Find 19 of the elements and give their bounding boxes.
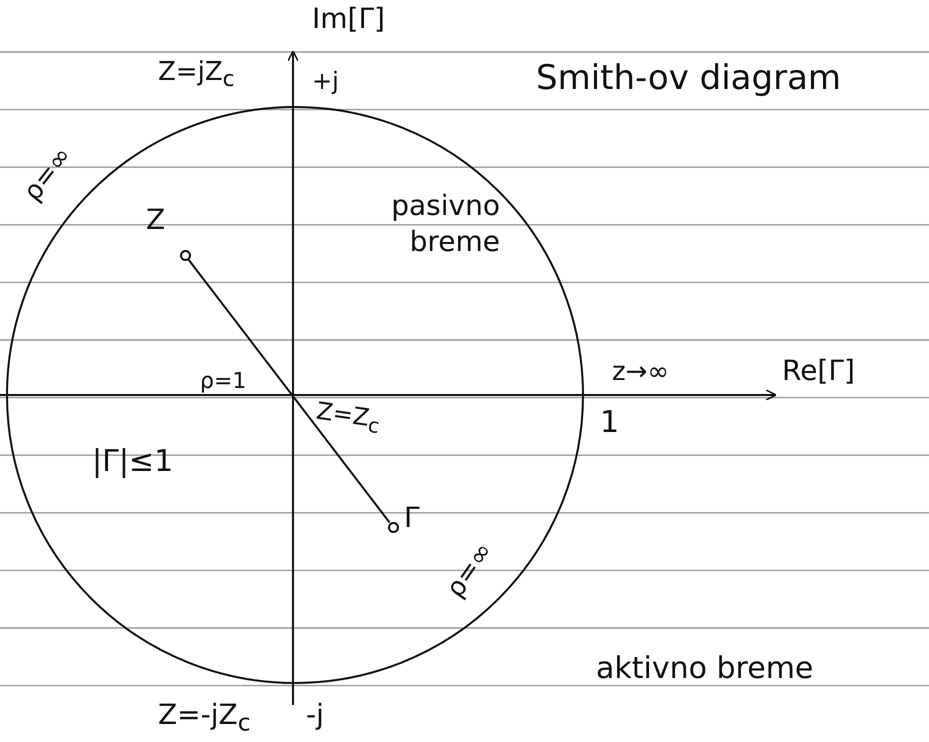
point-label: Z=jZ$_{c}$ xyxy=(158,58,235,92)
region-label: |Γ|≤1 xyxy=(92,445,174,478)
diagram-title: Smith-ov diagram xyxy=(536,60,842,98)
tick-label: 1 xyxy=(600,406,620,439)
axis-label: Im[Γ] xyxy=(312,4,385,35)
point-label: z→∞ xyxy=(612,358,670,387)
point-label: -j xyxy=(306,700,324,731)
point-marker xyxy=(180,250,190,260)
region-label: aktivno breme xyxy=(596,652,814,685)
point-marker xyxy=(388,522,398,532)
point-label: Γ xyxy=(404,503,420,534)
point-label: Z=-jZ$_{c}$ xyxy=(158,700,251,736)
point-label: +j xyxy=(312,68,339,94)
point-label: Z xyxy=(146,205,166,236)
axis-label: Re[Γ] xyxy=(782,356,855,387)
point-label: Z=Z$_{c}$ xyxy=(314,398,382,438)
region-label: pasivno breme xyxy=(390,188,500,260)
circle-label: ρ=1 xyxy=(200,370,246,394)
connector-line xyxy=(188,258,390,524)
